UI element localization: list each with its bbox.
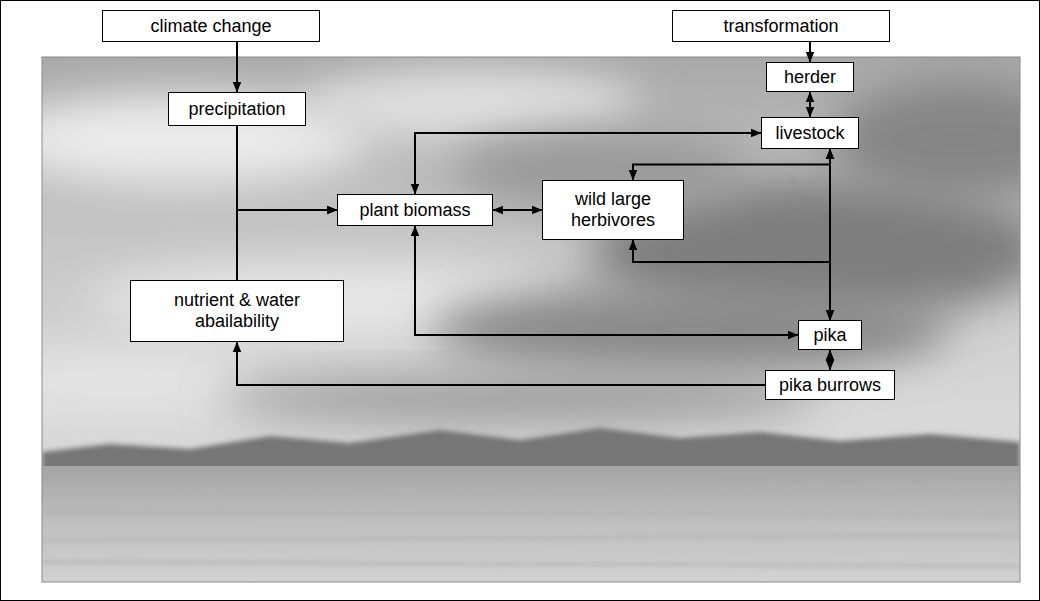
node-label: pika burrows [779, 375, 881, 396]
process-box: nutrient & water abailability [130, 280, 344, 342]
connector-arrow [237, 126, 337, 210]
process-box: climate change [102, 10, 320, 42]
grassland [42, 466, 1020, 582]
process-box: pika burrows [765, 370, 895, 400]
connector-arrow [493, 209, 542, 211]
connector-arrow [237, 210, 337, 280]
process-box: livestock [761, 117, 859, 149]
node-label: climate change [150, 16, 271, 37]
light-cloud [300, 70, 640, 140]
connector-arrow [829, 350, 831, 370]
connector-arrow [415, 226, 798, 335]
node-label: precipitation [188, 99, 285, 120]
mountain-range [42, 428, 1020, 472]
node-label: herder [784, 67, 836, 88]
photo-content [42, 57, 1020, 582]
process-box: plant biomass [337, 194, 493, 226]
process-box: pika [798, 320, 862, 350]
connector-arrow [237, 342, 765, 385]
dark-cloud [430, 285, 950, 375]
node-label: pika [813, 325, 846, 346]
node-label: livestock [775, 123, 844, 144]
connector-arrow [809, 92, 811, 117]
dark-cloud [220, 375, 820, 425]
connector-arrow [236, 42, 238, 92]
node-label: plant biomass [359, 200, 470, 221]
node-label: transformation [723, 16, 838, 37]
connector-arrow [633, 240, 830, 320]
process-box: wild large herbivores [542, 180, 684, 240]
node-label: nutrient & water abailability [139, 290, 335, 332]
connector-arrow [809, 42, 811, 62]
process-box: transformation [672, 10, 890, 42]
connector-arrow [633, 149, 830, 180]
photo-border [42, 57, 1020, 582]
grass-streaks [42, 486, 1020, 566]
connector-arrow [829, 149, 831, 320]
process-box: precipitation [168, 92, 306, 126]
process-box: herder [766, 62, 854, 92]
node-label: wild large herbivores [551, 189, 675, 231]
